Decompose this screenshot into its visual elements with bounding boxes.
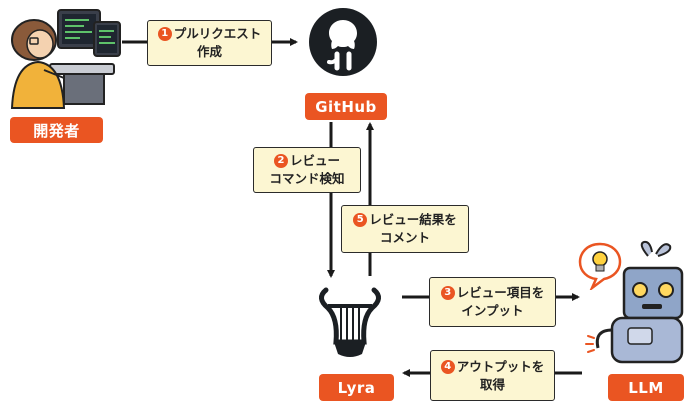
robot-illustration (585, 240, 684, 364)
step-2-number: 2 (273, 154, 288, 168)
step-3-number: 3 (440, 286, 455, 300)
step-4-line1: アウトプットを (456, 358, 545, 374)
step-4-number: 4 (440, 359, 455, 374)
node-developer: 開発者 (10, 117, 103, 143)
lightbulb-icon (578, 242, 622, 290)
lyre-icon (319, 287, 381, 357)
step-1-line2: 作成 (196, 44, 222, 59)
step-3-line1: レビュー項目を (456, 285, 545, 300)
step-5-number: 5 (353, 213, 368, 227)
step-5-line1: レビュー結果を (369, 212, 457, 227)
step-2-line1: レビュー (289, 153, 340, 168)
step-5-line2: コメント (379, 230, 430, 245)
github-octocat-icon (309, 8, 377, 76)
step-3-line2: インプット (461, 303, 524, 318)
developer-illustration (10, 9, 121, 109)
node-github: GitHub (305, 93, 387, 120)
node-llm: LLM (608, 374, 684, 401)
step-2-line2: コマンド検知 (269, 171, 345, 186)
step-4-line2: 取得 (479, 376, 505, 392)
step-1-number: 1 (157, 27, 172, 41)
node-lyra: Lyra (319, 374, 394, 401)
step-1-line1: プルリクエスト (173, 26, 262, 41)
